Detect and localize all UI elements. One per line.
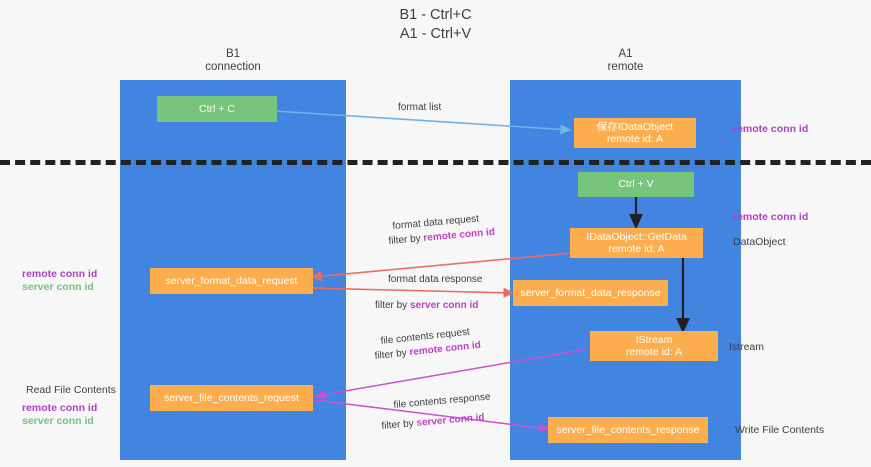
- edge-label-file-contents-response: file contents response: [393, 391, 491, 411]
- box-server-file-contents-response[interactable]: server_file_contents_response: [548, 417, 708, 443]
- filter-prefix-4: filter by: [381, 417, 417, 432]
- side-label-left-server-conn-id-2: server conn id: [22, 415, 94, 427]
- edge-label-format-list: format list: [398, 102, 442, 113]
- side-label-istream: Istream: [729, 341, 765, 353]
- side-label-left-remote-conn-id-2: remote conn id: [22, 402, 98, 414]
- column-header-b1: B1 connection: [120, 48, 346, 74]
- page-title: B1 - Ctrl+C A1 - Ctrl+V: [0, 6, 871, 44]
- box-istream-line1: IStream: [635, 333, 673, 346]
- column-a1-sub: remote: [607, 61, 644, 73]
- box-ctrl-c[interactable]: Ctrl + C: [157, 96, 277, 122]
- title-line-1: B1 - Ctrl+C: [399, 7, 472, 23]
- edge-label-file-contents-response-filter: filter by server conn id: [381, 411, 485, 433]
- column-header-a1: A1 remote: [510, 48, 741, 74]
- side-label-left-remote-conn-id: remote conn id: [22, 268, 98, 280]
- edge-label-format-data-response-filter: filter by server conn id: [375, 299, 478, 312]
- side-label-dataobject: DataObject: [733, 236, 786, 248]
- box-getdata-line2: remote id: A: [608, 243, 665, 255]
- box-server-file-contents-response-label: server_file_contents_response: [556, 423, 700, 436]
- title-line-2: A1 - Ctrl+V: [399, 26, 472, 42]
- filter-prefix-3: filter by: [374, 347, 411, 362]
- box-idataobject[interactable]: 保存IDataObject remote id: A: [574, 118, 696, 148]
- side-label-write-file-contents: Write File Contents: [735, 424, 825, 436]
- box-istream[interactable]: IStream remote id: A: [590, 331, 718, 361]
- box-idataobject-getdata[interactable]: IDataObject::GetData remote id: A: [570, 228, 703, 258]
- box-ctrl-v[interactable]: Ctrl + V: [578, 172, 694, 197]
- filter-prefix-1: filter by: [388, 232, 424, 247]
- box-ctrl-c-label: Ctrl + C: [199, 102, 235, 115]
- side-label-left-server-conn-id: server conn id: [22, 281, 94, 293]
- side-label-remote-conn-id-top: remote conn id: [733, 123, 809, 135]
- box-server-file-contents-request-label: server_file_contents_request: [164, 391, 299, 404]
- side-label-read-file-contents: Read File Contents: [26, 384, 116, 396]
- column-b1-name: B1: [225, 48, 241, 60]
- box-ctrl-v-label: Ctrl + V: [618, 178, 654, 191]
- box-idataobject-line1: 保存IDataObject: [596, 120, 674, 133]
- column-b1-sub: connection: [205, 61, 261, 73]
- filter-key-2: server conn id: [410, 300, 479, 311]
- box-istream-line2: remote id: A: [625, 346, 683, 358]
- box-server-format-data-response-label: server_format_data_response: [520, 286, 661, 299]
- box-server-format-data-request-label: server_format_data_request: [165, 274, 298, 287]
- box-getdata-line1: IDataObject::GetData: [586, 230, 687, 243]
- filter-key-4: server conn id: [415, 411, 486, 429]
- edge-label-format-data-response: format data response: [388, 274, 483, 285]
- phase-divider: [0, 160, 871, 165]
- box-server-format-data-response[interactable]: server_format_data_response: [513, 280, 668, 306]
- box-server-file-contents-request[interactable]: server_file_contents_request: [150, 385, 313, 411]
- box-server-format-data-request[interactable]: server_format_data_request: [150, 268, 313, 294]
- column-a1-name: A1: [618, 48, 633, 60]
- side-label-remote-conn-id-mid: remote conn id: [733, 211, 809, 223]
- filter-prefix-2: filter by: [375, 300, 411, 311]
- box-idataobject-line2: remote id: A: [606, 133, 664, 145]
